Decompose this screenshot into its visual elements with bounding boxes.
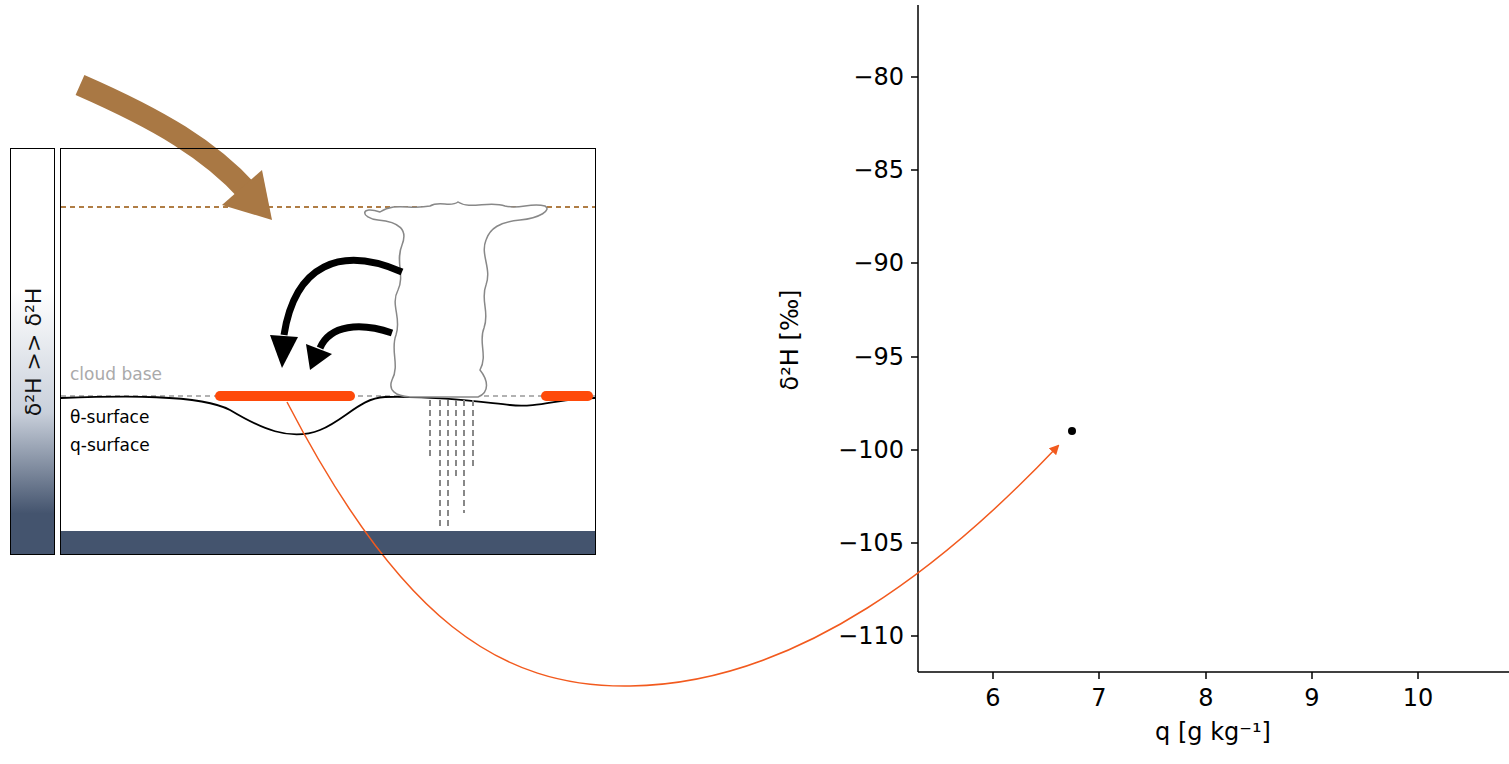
surface-line xyxy=(61,397,595,435)
x-axis-label: q [g kg⁻¹] xyxy=(1155,718,1271,746)
downdraft-arrowhead xyxy=(270,335,298,368)
highlight-segment xyxy=(546,391,588,401)
x-tick-label: 6 xyxy=(985,684,1000,712)
y-tick-label: −85 xyxy=(853,156,904,184)
surface-label: cloud base xyxy=(70,364,162,384)
colorbar-label: δ²H >> δ²H xyxy=(21,288,46,417)
rain xyxy=(430,400,473,528)
downdraft-arrow xyxy=(320,327,392,348)
data-point xyxy=(1068,427,1076,435)
x-tick-label: 8 xyxy=(1198,684,1213,712)
y-tick-label: −105 xyxy=(838,529,904,557)
ticks xyxy=(911,77,1418,679)
x-tick-label: 9 xyxy=(1304,684,1319,712)
surface-label: θ-surface xyxy=(70,407,149,427)
subsidence-arrow xyxy=(80,85,248,192)
x-axis xyxy=(918,671,1509,673)
y-tick-label: −100 xyxy=(838,436,904,464)
downdraft-arrowhead xyxy=(306,344,332,370)
y-tick-label: −90 xyxy=(853,249,904,277)
downdraft-arrow xyxy=(284,260,402,335)
x-tick-label: 10 xyxy=(1403,684,1434,712)
surface-label: q-surface xyxy=(70,435,150,455)
x-tick-label: 7 xyxy=(1091,684,1106,712)
highlight-segment xyxy=(220,391,350,401)
cloud xyxy=(365,202,547,397)
y-tick-label: −95 xyxy=(853,343,904,371)
y-tick-label: −110 xyxy=(838,622,904,650)
subsidence-arrowhead xyxy=(222,170,272,220)
illustration-panel: cloud base θ-surface q-surface xyxy=(60,148,596,555)
ocean xyxy=(61,531,595,555)
colorbar: δ²H >> δ²H xyxy=(10,148,55,555)
y-tick-label: −80 xyxy=(853,63,904,91)
mapping-arrow xyxy=(287,402,1058,686)
y-axis-label: δ²H [‰] xyxy=(776,290,804,391)
